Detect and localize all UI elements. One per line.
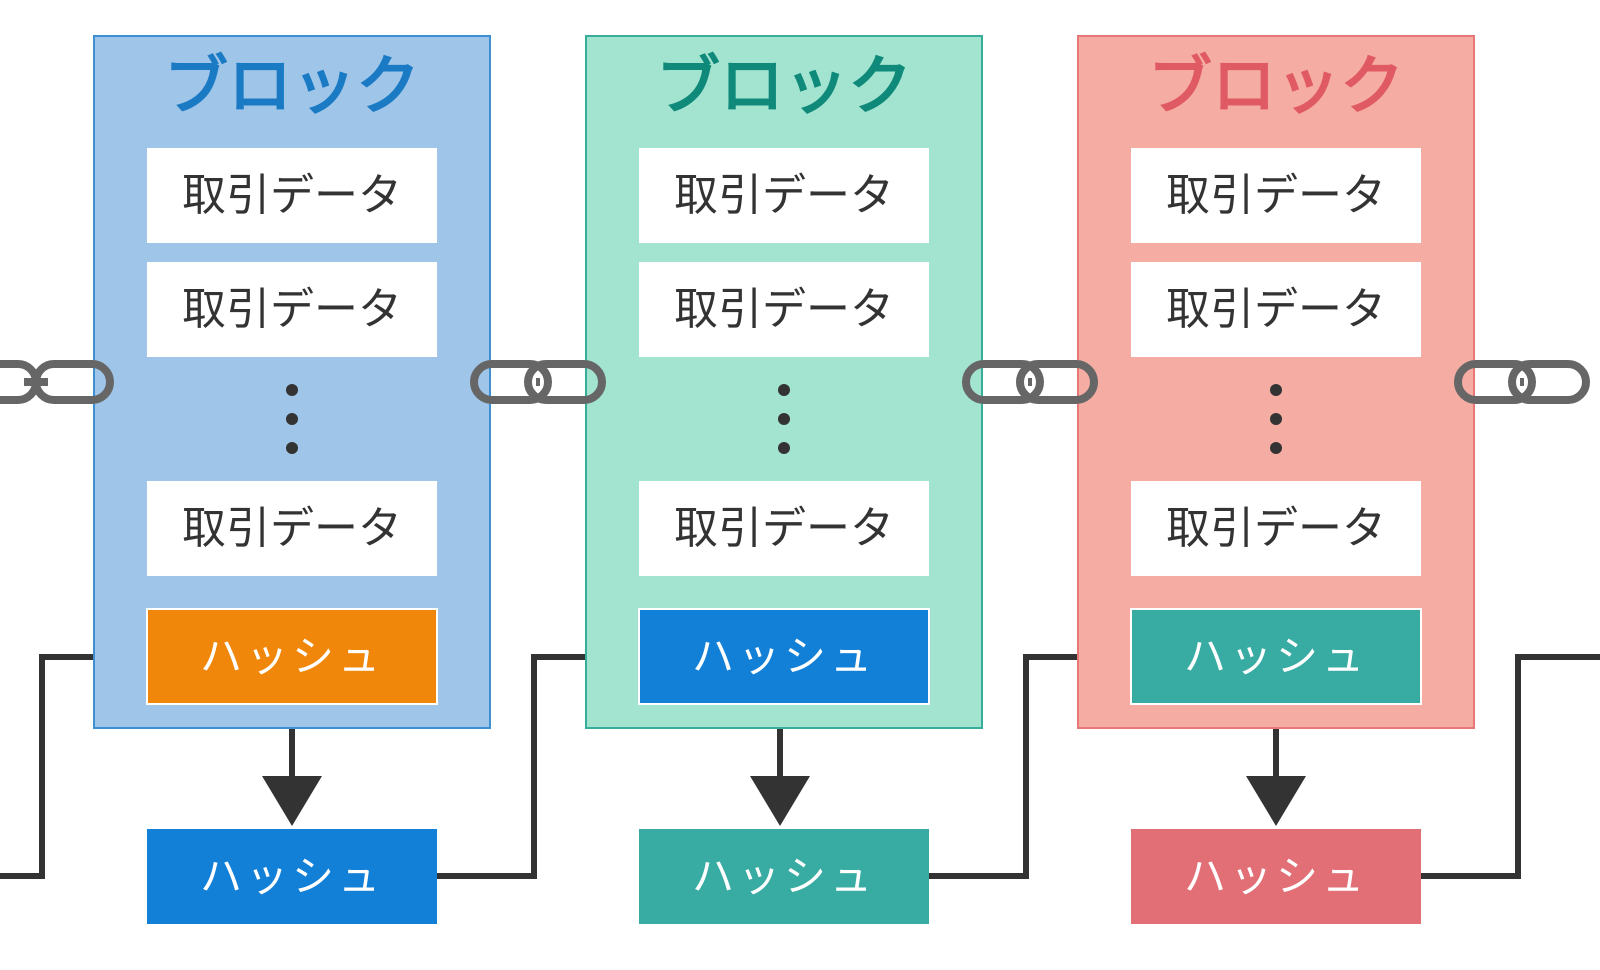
block-1-tx-box-2	[147, 262, 437, 357]
block-2-output-hash-label: ハッシュ	[692, 852, 876, 901]
block-3-output-hash-label: ハッシュ	[1184, 852, 1368, 901]
block-2-tx-1: 取引データ	[674, 170, 894, 221]
block-1-ellipsis	[286, 384, 298, 454]
block-3-ellipsis	[1270, 384, 1282, 454]
block-3: ブロック 取引データ 取引データ 取引データ ハッシュ	[1077, 35, 1475, 729]
block-1-tx-1: 取引データ	[182, 170, 402, 221]
block-1-tx-2: 取引データ	[182, 284, 402, 335]
block-2-ellipsis	[778, 384, 790, 454]
block-2-tx-box-3	[639, 481, 929, 576]
block-3-title: ブロック	[1148, 50, 1404, 124]
block-1-inner-hash	[146, 608, 438, 705]
block-3-output-hash	[1131, 829, 1421, 924]
hash-link-connector	[437, 654, 602, 879]
block-2-title: ブロック	[656, 50, 912, 124]
block-2-inner-hash-label: ハッシュ	[692, 632, 876, 681]
block-3-inner-hash	[1130, 608, 1422, 705]
chain-link-icon	[0, 360, 114, 404]
block-1-output-hash	[147, 829, 437, 924]
block-3-tx-box-3	[1131, 481, 1421, 576]
block-3-down-arrowhead	[1246, 776, 1306, 826]
block-2-output-hash	[639, 829, 929, 924]
block-1-output-hash-label: ハッシュ	[200, 852, 384, 901]
block-3-inner-hash-label: ハッシュ	[1184, 632, 1368, 681]
block-3-tx-2: 取引データ	[1166, 284, 1386, 335]
block-2-tx-box-2	[639, 262, 929, 357]
block-2-inner-hash	[638, 608, 930, 705]
block-3-tx-1: 取引データ	[1166, 170, 1386, 221]
block-1-tx-3: 取引データ	[182, 503, 402, 554]
block-3-tx-box-1	[1131, 148, 1421, 243]
chain-link-icon	[470, 360, 606, 404]
hash-link-connector	[1421, 654, 1600, 879]
block-2: ブロック 取引データ 取引データ 取引データ ハッシュ	[585, 35, 983, 729]
hash-link-connector	[929, 654, 1094, 879]
chain-link-icon	[962, 360, 1098, 404]
block-2-tx-2: 取引データ	[674, 284, 894, 335]
block-1: ブロック 取引データ 取引データ 取引データ ハッシュ	[93, 35, 491, 729]
block-3-tx-3: 取引データ	[1166, 503, 1386, 554]
block-1-inner-hash-label: ハッシュ	[200, 632, 384, 681]
block-2-tx-3: 取引データ	[674, 503, 894, 554]
block-1-tx-box-1	[147, 148, 437, 243]
block-1-title: ブロック	[164, 50, 420, 124]
block-1-tx-box-3	[147, 481, 437, 576]
block-1-down-arrowhead	[262, 776, 322, 826]
block-2-down-arrowhead	[750, 776, 810, 826]
block-2-tx-box-1	[639, 148, 929, 243]
hash-link-connector	[0, 654, 110, 879]
block-3-tx-box-2	[1131, 262, 1421, 357]
chain-link-icon	[1454, 360, 1590, 404]
